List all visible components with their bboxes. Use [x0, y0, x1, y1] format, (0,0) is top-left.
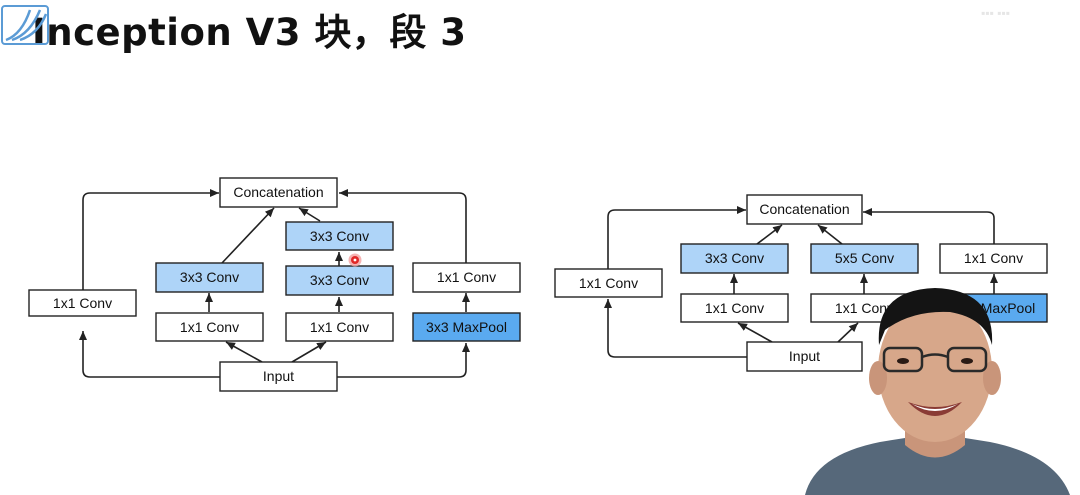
slide-title: Inception V3 块，段 3: [32, 11, 467, 54]
right-arrow-input-to-branch3: [837, 322, 859, 343]
right-boxes: [554, 194, 1048, 372]
left-branch3-bottom-label: 1x1 Conv: [310, 319, 369, 335]
left-branch1-conv-box: [28, 289, 137, 317]
left-branch2-bottom-label: 1x1 Conv: [180, 319, 239, 335]
right-branch1-conv-label: 1x1 Conv: [579, 275, 638, 291]
right-branch2-bottom-label: 1x1 Conv: [705, 300, 764, 316]
left-boxes: [28, 177, 521, 392]
left-branch3-top-label: 3x3 Conv: [310, 228, 369, 244]
left-branch2-top-label: 3x3 Conv: [180, 269, 239, 285]
left-branch4-pool-label: 3x3 MaxPool: [426, 319, 507, 335]
right-input-box: [746, 341, 863, 372]
right-branch1-conv-box: [554, 268, 663, 298]
left-branch3-top-box: [285, 221, 394, 251]
left-branch4-pool-box: [412, 312, 521, 342]
left-branch3-middle-label: 3x3 Conv: [310, 272, 369, 288]
right-arrow-input-to-branch1: [604, 299, 747, 358]
left-arrow-b4conv-to-concat: [339, 189, 467, 263]
right-arrow-b2top-to-concat: [756, 224, 783, 245]
presenter-glasses: [882, 346, 988, 373]
presenter-face: [878, 298, 992, 442]
watermark-text: ▪▪▪ ▪▪▪: [981, 6, 1010, 20]
right-arrow-input-to-branch2: [737, 322, 773, 343]
bilibili-logo-icon: [1, 5, 49, 45]
right-concat-box: [746, 194, 863, 225]
presenter-ear-right: [983, 361, 1001, 395]
left-branch4-conv-label: 1x1 Conv: [437, 269, 496, 285]
presenter-hair: [878, 288, 993, 345]
right-branch3-top-box: [810, 243, 919, 274]
left-arrow-input-to-branch3: [291, 341, 327, 363]
presenter-video-overlay: [805, 288, 1070, 495]
right-concat-label: Concatenation: [759, 201, 849, 217]
left-arrow-b3top-to-concat: [298, 207, 321, 222]
right-branch2-top-label: 3x3 Conv: [705, 250, 764, 266]
presenter-ear-left: [869, 361, 887, 395]
presenter-shirt: [805, 438, 1070, 495]
right-input-label: Input: [789, 348, 820, 364]
left-diagram: [79, 189, 470, 378]
left-input-label: Input: [263, 368, 294, 384]
cursor-dot-icon: [348, 253, 362, 267]
left-concat-label: Concatenation: [233, 184, 323, 200]
right-arrow-b3top-to-concat: [817, 224, 843, 245]
right-branch4-conv-label: 1x1 Conv: [964, 250, 1023, 266]
left-arrow-input-to-branch1: [79, 331, 220, 378]
left-arrow-b2top-to-concat: [221, 207, 275, 264]
left-concat-box: [219, 177, 338, 208]
left-arrow-input-to-branch2: [225, 341, 263, 363]
right-branch3-top-label: 5x5 Conv: [835, 250, 894, 266]
right-branch2-bottom-box: [680, 293, 789, 323]
left-branch4-conv-box: [412, 262, 521, 293]
left-labels: Concatenation Input 1x1 Conv 1x1 Conv 3x…: [53, 184, 507, 384]
left-branch2-top-box: [155, 262, 264, 293]
right-branch4-conv-box: [939, 243, 1048, 274]
left-arrow-branch1-to-concat: [82, 189, 219, 290]
right-arrow-branch1-to-concat: [607, 206, 746, 269]
right-labels: Concatenation Input 1x1 Conv 1x1 Conv 3x…: [579, 201, 1035, 364]
right-branch4-pool-label: MaxPool: [981, 300, 1035, 316]
left-branch2-bottom-box: [155, 312, 264, 342]
right-diagram: [604, 206, 998, 358]
right-branch3-bottom-label: 1x1 Conv: [835, 300, 894, 316]
left-arrow-input-to-branch4: [337, 343, 470, 378]
left-branch3-middle-box: [285, 265, 394, 296]
left-branch3-bottom-box: [285, 312, 394, 342]
left-branch1-conv-label: 1x1 Conv: [53, 295, 112, 311]
right-branch2-top-box: [680, 243, 789, 274]
left-input-box: [219, 361, 338, 392]
right-arrow-b4conv-to-concat: [863, 208, 995, 244]
